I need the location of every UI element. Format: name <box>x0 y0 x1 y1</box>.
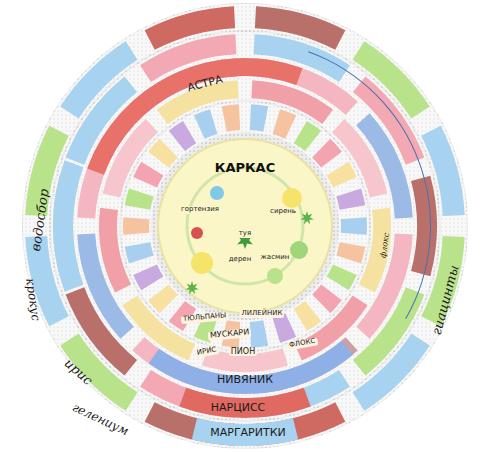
plant-label: ПИОН <box>229 348 257 357</box>
flower-patch <box>341 217 367 234</box>
flower-patch <box>53 160 83 291</box>
plant-label: НАРЦИСС <box>211 402 266 414</box>
rings <box>22 3 468 449</box>
plant-label: сирень <box>268 208 298 216</box>
flower-patch <box>192 418 298 446</box>
flower-patch <box>250 320 268 348</box>
flower-patch <box>194 109 218 139</box>
flower-patch <box>294 121 321 151</box>
flower-patch <box>222 104 240 132</box>
flower-patch <box>312 284 342 313</box>
flower-patch <box>169 121 196 151</box>
ring-ground <box>136 117 354 335</box>
plant-label: жасмин <box>259 254 292 262</box>
flower-patch <box>149 341 353 394</box>
flower-patch <box>294 301 321 331</box>
plant-label: ЛИЛЕЙНИК <box>240 310 285 318</box>
plant-label: гортензия <box>179 206 221 214</box>
flower-patch <box>148 284 178 313</box>
ring-ground <box>63 44 427 408</box>
flower-patch <box>250 104 268 132</box>
garden-ground <box>22 3 468 449</box>
plant-label: дерен <box>227 256 253 264</box>
plant-label: НИВЯНИК <box>217 374 273 386</box>
path-line <box>308 51 431 319</box>
flower-patch <box>273 109 297 139</box>
flower-patch <box>336 242 365 263</box>
ring-ground <box>36 17 454 435</box>
flower-patch <box>125 188 154 209</box>
flower-patch <box>133 264 163 290</box>
plant-label: туя <box>237 230 253 238</box>
flower-patch <box>123 217 149 234</box>
flower-patch <box>148 139 178 168</box>
core-circle: КАРКАС <box>157 138 333 314</box>
core-title: КАРКАС <box>157 138 333 175</box>
flower-patch <box>133 162 163 188</box>
flower-patch <box>125 242 154 263</box>
plant-label: МАРГАРИТКИ <box>210 427 286 439</box>
flower-patch <box>336 188 365 209</box>
flower-patch <box>327 162 357 188</box>
flower-patch <box>312 139 342 168</box>
flower-patch <box>327 264 357 290</box>
